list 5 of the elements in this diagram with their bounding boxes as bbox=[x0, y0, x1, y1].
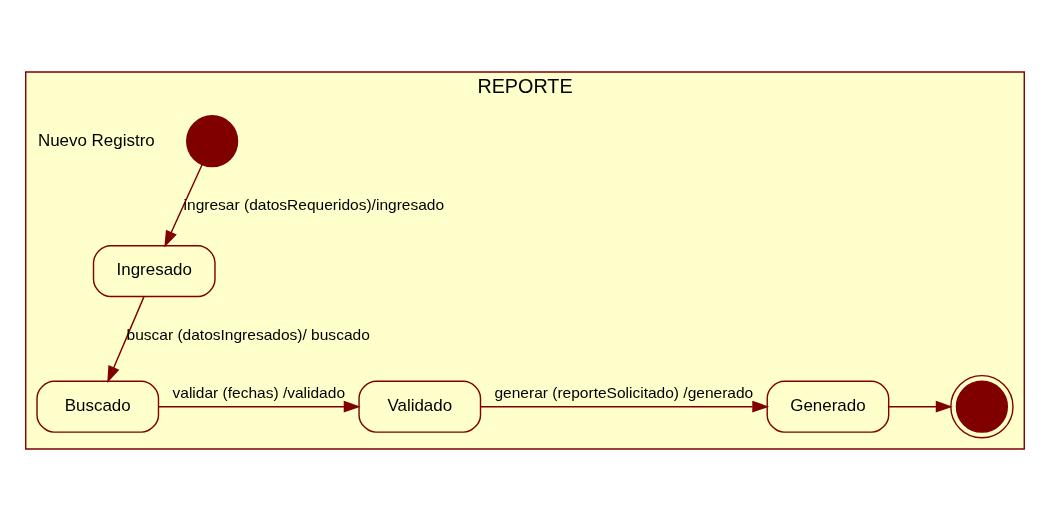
edge-label: generar (reporteSolicitado) /generado bbox=[494, 383, 754, 401]
edge-label: validar (fechas) /validado bbox=[172, 383, 346, 401]
edge-label: ingresar (datosRequeridos)/ingresado bbox=[183, 195, 445, 213]
edge-label: buscar (datosIngresados)/ buscado bbox=[126, 325, 370, 343]
node-label: Nuevo Registro bbox=[37, 130, 155, 150]
